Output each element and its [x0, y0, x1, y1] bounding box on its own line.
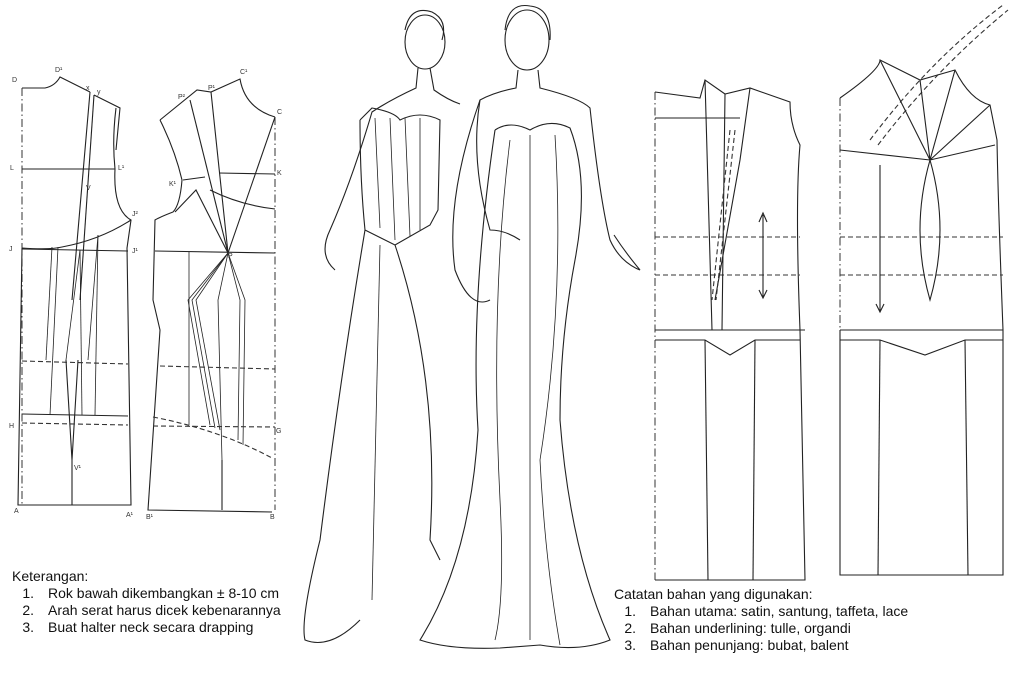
notes-title: Catatan bahan yang digunakan: [614, 586, 813, 602]
note-text: Bahan underlining: tulle, organdi [650, 620, 851, 636]
note-number: 1. [22, 585, 34, 601]
point-label: B [270, 514, 275, 521]
point-label: C¹ [240, 69, 248, 76]
point-label: A¹ [126, 512, 134, 519]
point-label: P¹ [208, 85, 216, 92]
point-label: C [277, 109, 282, 116]
note-text: Buat halter neck secara drapping [48, 619, 254, 635]
grainline-arrow-icon [758, 211, 768, 300]
point-label: L¹ [118, 165, 125, 172]
grainline-arrow-icon [875, 165, 885, 314]
point-label: V¹ [74, 465, 82, 472]
point-label: J¹ [132, 248, 139, 255]
note-item: 1. Rok bawah dikembangkan ± 8-10 cm [12, 585, 281, 602]
note-number: 2. [22, 602, 34, 618]
note-item: 2. Arah serat harus dicek kebenarannya [12, 602, 281, 619]
note-text: Arah serat harus dicek kebenarannya [48, 602, 281, 618]
front-point-labels: D D¹ x y L L¹ V J² J J¹ H V¹ A A¹ [9, 67, 139, 519]
keterangan-notes: Keterangan: 1. Rok bawah dikembangkan ± 8… [12, 568, 281, 636]
point-label: D¹ [55, 67, 63, 74]
point-label: K¹ [169, 181, 177, 188]
back-point-labels: P² P¹ C¹ C K¹ K P G B¹ B [146, 69, 282, 521]
point-label: V [86, 185, 91, 192]
back-lining-pattern [839, 4, 1009, 576]
note-number: 1. [624, 603, 636, 619]
point-label: J² [132, 211, 139, 218]
note-number: 2. [624, 620, 636, 636]
catatan-bahan-notes: Catatan bahan yang digunakan: 1. Bahan ut… [614, 586, 908, 654]
note-item: 3. Bahan penunjang: bubat, balent [614, 637, 908, 654]
point-label: D [12, 77, 17, 84]
point-label: P [228, 253, 233, 260]
point-label: J [9, 246, 13, 253]
point-label: y [97, 89, 101, 96]
note-item: 1. Bahan utama: satin, santung, taffeta, … [614, 603, 908, 620]
point-label: A [14, 508, 19, 515]
point-label: H [9, 423, 14, 430]
note-item: 2. Bahan underlining: tulle, organdi [614, 620, 908, 637]
point-label: L [10, 165, 14, 172]
note-number: 3. [22, 619, 34, 635]
notes-title: Keterangan: [12, 568, 89, 584]
front-lining-pattern [654, 79, 806, 581]
point-label: P² [178, 94, 186, 101]
point-label: K [277, 170, 282, 177]
note-item: 3. Buat halter neck secara drapping [12, 619, 281, 636]
back-bodice-pattern [147, 78, 276, 513]
point-label: x [86, 85, 90, 92]
note-text: Bahan penunjang: bubat, balent [650, 637, 849, 653]
fashion-illustration [303, 4, 641, 649]
note-text: Rok bawah dikembangkan ± 8-10 cm [48, 585, 280, 601]
point-label: B¹ [146, 514, 154, 521]
note-text: Bahan utama: satin, santung, taffeta, la… [650, 603, 909, 619]
point-label: G [276, 428, 281, 435]
note-number: 3. [624, 637, 636, 653]
front-bodice-pattern [17, 76, 132, 506]
